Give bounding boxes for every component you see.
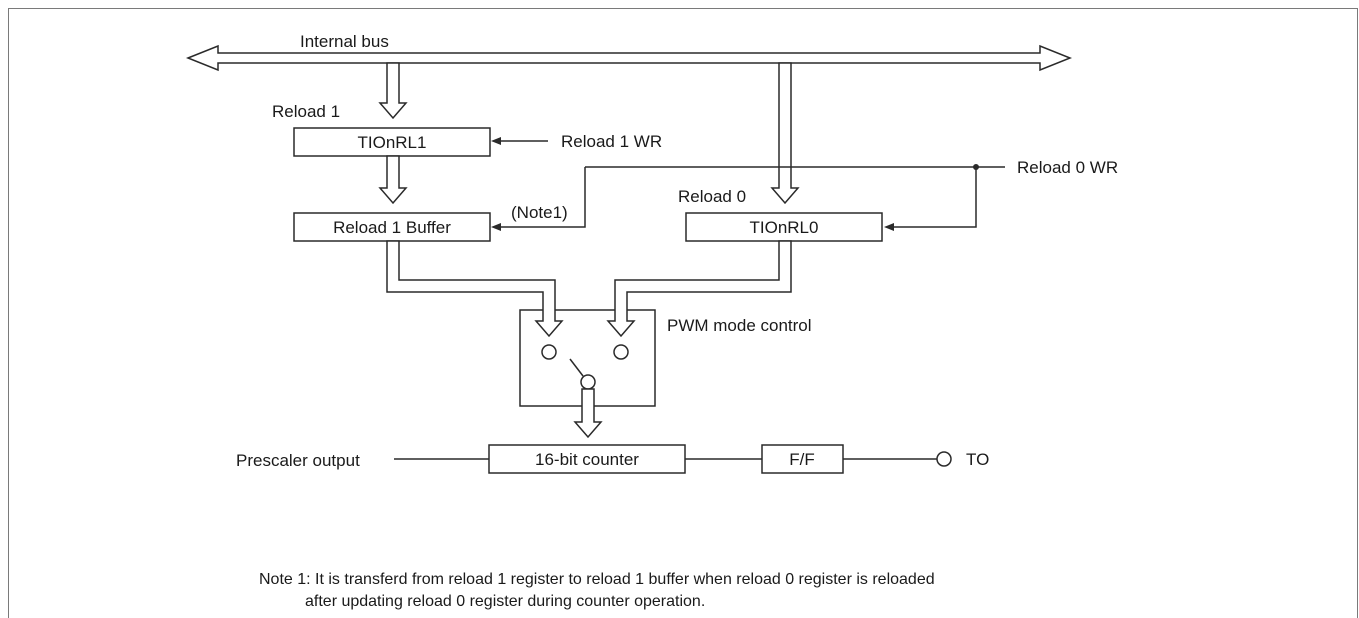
tionrl0-to-switch-arrow [606, 240, 792, 338]
reload0-wr-to-buffer-arrowhead [491, 223, 501, 231]
reload1-buffer-register [293, 212, 491, 242]
bus-to-tionrl1-arrow [378, 62, 408, 120]
bus-to-tionrl0-arrow [770, 62, 800, 205]
note1-ref: (Note1) [511, 203, 568, 222]
reload0-wr-to-tionrl0-arrowhead [884, 223, 894, 231]
buffer-to-switch-arrow [386, 240, 564, 338]
counter-16bit-label: 16-bit counter [535, 450, 639, 469]
reload1-label: Reload 1 [272, 102, 340, 121]
ff-box [761, 444, 844, 474]
prescaler-output-label: Prescaler output [236, 451, 360, 470]
internal-bus-label: Internal bus [300, 32, 389, 51]
switch-to-counter-arrow [573, 388, 603, 439]
note1-line2: after updating reload 0 register during … [305, 593, 705, 610]
reload1-buffer-label: Reload 1 Buffer [333, 218, 451, 237]
switch-lever [569, 358, 584, 377]
switch-contact-right [613, 344, 629, 360]
counter-16bit-box [488, 444, 686, 474]
pwm-mode-control-label: PWM mode control [667, 316, 812, 335]
reload1-wr-label: Reload 1 WR [561, 132, 662, 151]
reload0-wr-to-tionrl0-line [893, 167, 977, 228]
tionrl1-to-buffer-arrow [378, 155, 408, 205]
tionrl0-register [685, 212, 883, 242]
tionrl0-label: TIOnRL0 [750, 218, 819, 237]
switch-contact-left [541, 344, 557, 360]
to-label: TO [966, 450, 989, 469]
switch-pivot [580, 374, 596, 390]
tionrl1-label: TIOnRL1 [358, 133, 427, 152]
reload0-wr-label: Reload 0 WR [1017, 158, 1118, 177]
reload0-wr-to-buffer-line [500, 167, 586, 228]
reload1-wr-arrowhead [491, 137, 501, 145]
internal-bus-arrow [185, 44, 1073, 72]
to-terminal [936, 451, 952, 467]
reload0-label: Reload 0 [678, 187, 746, 206]
ff-label: F/F [789, 450, 815, 469]
note1-line1: Note 1: It is transferd from reload 1 re… [259, 571, 935, 588]
diagram-frame [8, 8, 1358, 618]
tionrl1-register [293, 127, 491, 157]
